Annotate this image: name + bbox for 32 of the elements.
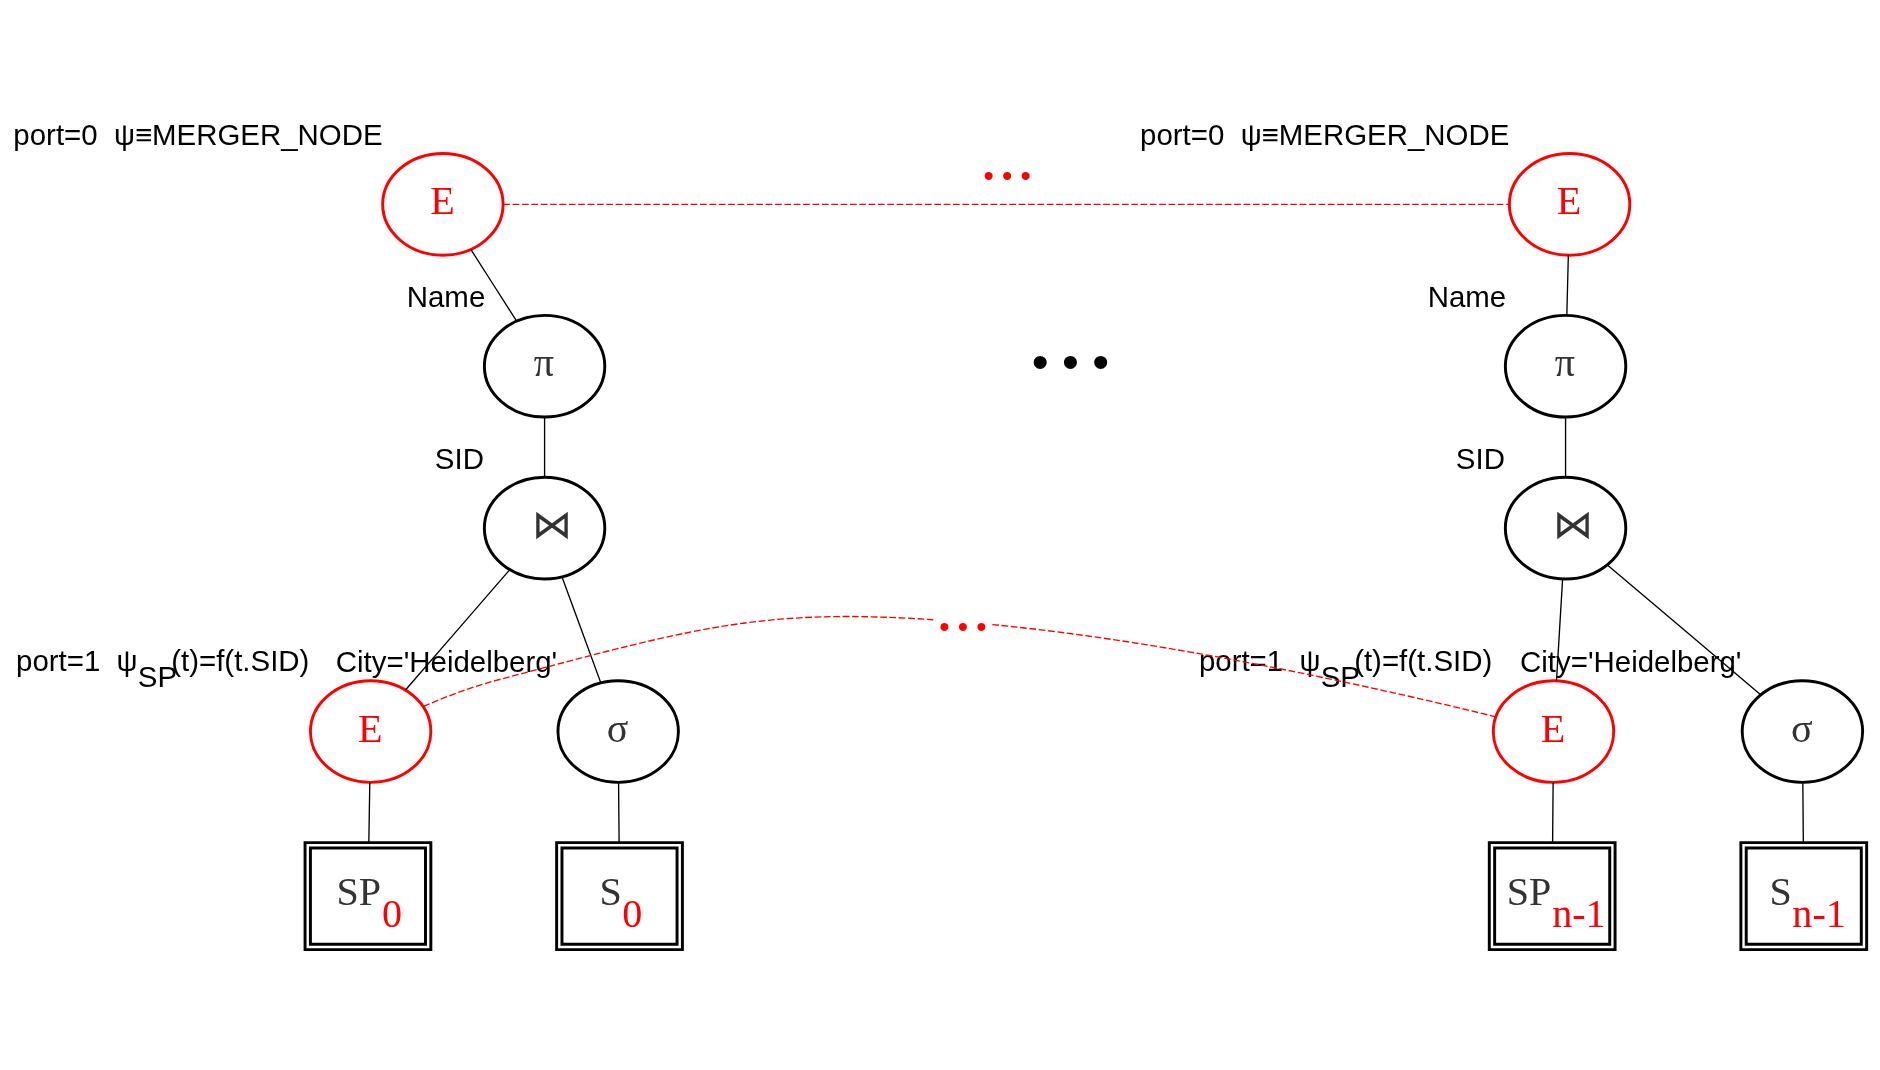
- connector: [1564, 415, 1567, 477]
- node-ellipse: E: [1491, 678, 1616, 784]
- connector: [470, 248, 518, 322]
- node-ellipse: E: [1507, 151, 1632, 257]
- node-ellipse: π: [482, 313, 607, 419]
- node-label: Name: [1427, 279, 1507, 313]
- node-ellipse: σ: [556, 678, 680, 784]
- connector: [1566, 254, 1569, 316]
- connector: [561, 575, 602, 683]
- connector: [1551, 781, 1554, 843]
- node-ellipse: π: [1503, 313, 1628, 419]
- connector: [1802, 781, 1804, 843]
- node-ellipse: σ: [1740, 678, 1865, 784]
- edge-label: • • •: [939, 609, 987, 643]
- node-ellipse: ⋈: [1503, 475, 1628, 580]
- node-label: SID: [434, 441, 484, 475]
- label: • • •: [1031, 333, 1109, 388]
- edge-label: • • •: [983, 158, 1031, 192]
- node-ellipse: E: [308, 678, 433, 784]
- connector: [422, 615, 1497, 717]
- node-label: port=0 ψ≡MERGER_NODE: [13, 117, 383, 151]
- node-label: SID: [1455, 441, 1505, 475]
- connector: [617, 781, 620, 843]
- connector: [543, 415, 546, 477]
- connector: [404, 568, 511, 691]
- node-ellipse: ⋈: [482, 475, 607, 580]
- node-label: port=1 ψ: [16, 643, 138, 677]
- connector: [502, 203, 1510, 205]
- node-ellipse: E: [381, 151, 505, 257]
- node-label: Name: [406, 279, 486, 313]
- connector: [368, 781, 371, 843]
- node-label: port=0 ψ≡MERGER_NODE: [1140, 117, 1510, 151]
